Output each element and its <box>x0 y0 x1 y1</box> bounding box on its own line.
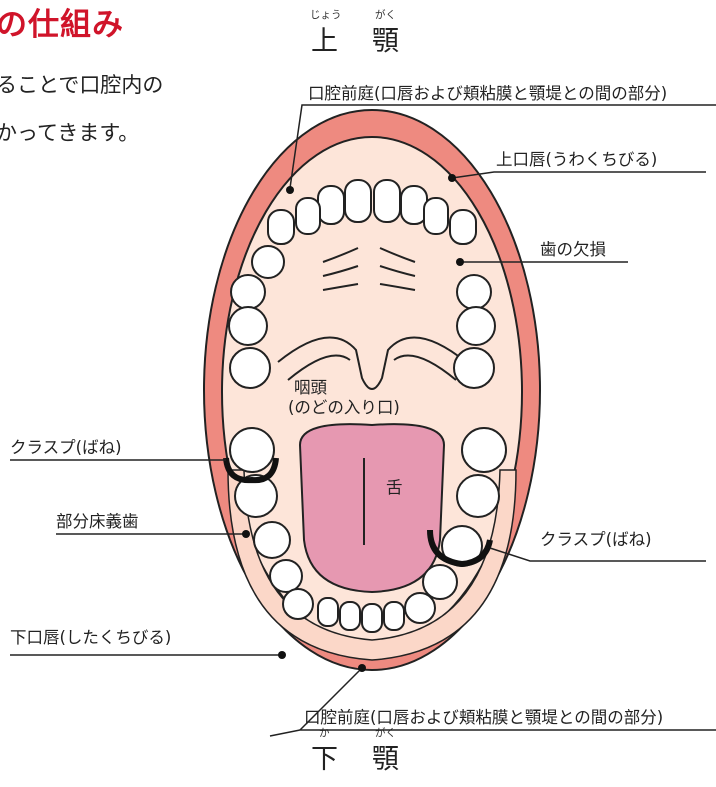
label-missing-tooth: 歯の欠損 <box>540 242 606 259</box>
label-pharynx-sub: (のどの入り口) <box>288 400 400 417</box>
label-pharynx: 咽頭 <box>294 380 327 397</box>
label-upper-lip: 上口唇(うわくちびる) <box>496 152 657 169</box>
label-vestibule-top: 口腔前庭(口唇および頬粘膜と顎堤との間の部分) <box>308 86 667 103</box>
label-vestibule-bottom: 口腔前庭(口唇および頬粘膜と顎堤との間の部分) <box>304 710 663 727</box>
label-tongue: 舌 <box>386 480 403 497</box>
label-lower-lip: 下口唇(したくちびる) <box>10 630 171 647</box>
label-partial-denture: 部分床義歯 <box>56 514 139 531</box>
leader-vestibule-bottom <box>270 730 716 736</box>
tongue <box>300 424 444 592</box>
label-clasp-left: クラスプ(ばね) <box>10 440 122 457</box>
label-clasp-right: クラスプ(ばね) <box>540 532 652 549</box>
leader-clasp-right <box>490 548 706 561</box>
leader-upper-lip <box>452 172 706 178</box>
